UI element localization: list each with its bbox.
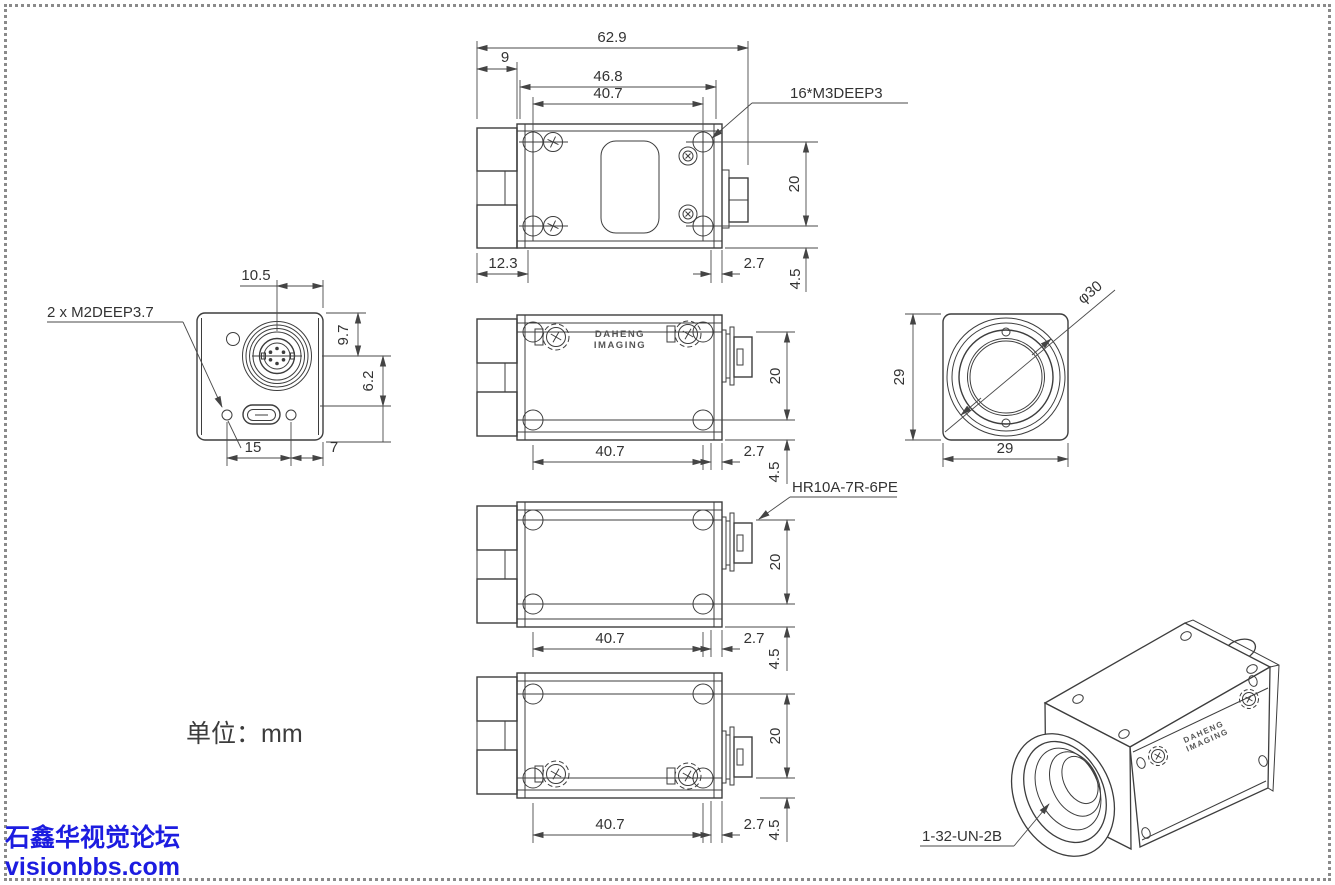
unit-note: 单位：mm (186, 720, 303, 748)
dim-side-hole-span: 40.7 (595, 443, 624, 460)
rear-connector-side (721, 726, 753, 786)
dim-top-edge-gap: 4.5 (787, 269, 804, 290)
usb-c-port (242, 404, 281, 425)
dim-side-edge-gap: 4.5 (766, 649, 783, 670)
dim-front-width: 29 (997, 440, 1014, 457)
watermark-site-url: visionbbs.com (5, 853, 181, 881)
dim-back-center-offset: 10.5 (241, 267, 270, 284)
dim-side-conn-height: 20 (767, 368, 784, 385)
front-face (942, 313, 1069, 441)
dim-top-overall: 62.9 (597, 29, 626, 46)
dim-top-hole-span: 40.7 (593, 85, 622, 102)
watermark-site-name: 石鑫华视觉论坛 (5, 824, 181, 852)
dim-side-conn-height: 20 (767, 728, 784, 745)
lens-mount-rings (946, 317, 1066, 437)
brand-line2: IMAGING (594, 340, 646, 351)
iso-rear-plate (1184, 619, 1280, 792)
mount-hole (692, 215, 714, 237)
rear-view-drawing: 2 x M2DEEP3.7 10.5 9.7 6.2 15 (47, 267, 391, 466)
iso-side-face (1129, 665, 1271, 848)
rear-panel (196, 312, 324, 441)
lens-flange-profile (476, 127, 518, 249)
iso-screws (1148, 689, 1259, 766)
side-view-top: DAHENG IMAGING 40.7 2.7 20 (476, 314, 795, 484)
dim-front-lens-dia: φ30 (1075, 278, 1106, 308)
isometric-view-drawing: DAHENG IMAGING 1-32-UN-2B (920, 619, 1280, 857)
dim-side-conn-offset: 2.7 (744, 630, 765, 647)
dim-back-screw-edge: 7 (330, 439, 338, 456)
callout-back-thread: 2 x M2DEEP3.7 (47, 304, 154, 321)
dim-back-usb-span: 15 (245, 439, 262, 456)
callout-lens-thread: 1-32-UN-2B (922, 828, 1002, 845)
dim-side-conn-offset: 2.7 (744, 816, 765, 833)
dim-top-mount-span: 46.8 (593, 68, 622, 85)
dim-side-conn-height: 20 (767, 554, 784, 571)
dim-back-bottom-gap: 6.2 (360, 371, 377, 392)
panel-screw-hole (285, 409, 297, 421)
dim-top-flange-depth: 12.3 (488, 255, 517, 272)
brand-line1: DAHENG (595, 329, 645, 340)
iso-lens-barrel (1010, 733, 1116, 857)
callout-top-thread: 16*M3DEEP3 (790, 85, 883, 102)
dim-top-conn-height: 20 (786, 176, 803, 193)
camera-body-side (516, 501, 723, 628)
hex-screw (678, 146, 698, 166)
connector-pins (268, 346, 286, 366)
callout-io-connector: HR10A-7R-6PE (792, 479, 898, 496)
front-view-drawing: φ30 29 29 (891, 278, 1116, 467)
dim-side-edge-gap: 4.5 (766, 462, 783, 483)
brand-logo: DAHENG IMAGING (594, 329, 646, 351)
side-view-bottom: 40.7 2.7 20 4.5 (476, 672, 795, 843)
rear-connector-top (721, 169, 749, 229)
dim-top-left-offset: 9 (501, 49, 509, 66)
rear-connector-side (721, 326, 753, 386)
dim-front-height: 29 (891, 369, 908, 386)
dim-side-edge-gap: 4.5 (766, 820, 783, 841)
hex-screw (678, 204, 698, 224)
dim-side-hole-span: 40.7 (595, 630, 624, 647)
camera-body-top (516, 123, 723, 249)
screw-with-washer (534, 323, 570, 351)
top-view-drawing: 62.9 9 46.8 40.7 16*M3DEEP3 12.3 (476, 29, 908, 292)
led-indicator (226, 332, 240, 346)
dim-side-conn-offset: 2.7 (744, 443, 765, 460)
side-view-middle: HR10A-7R-6PE 40.7 2.7 20 4.5 (476, 479, 898, 671)
label-recess (600, 140, 660, 234)
rear-connector-side (721, 512, 753, 572)
iso-mount-holes (1072, 631, 1268, 839)
mount-hole (692, 131, 714, 153)
panel-screw-hole (221, 409, 233, 421)
dim-top-conn-offset: 2.7 (744, 255, 765, 272)
dim-side-hole-span: 40.7 (595, 816, 624, 833)
dim-back-top-to-center: 9.7 (335, 325, 352, 346)
hr10a-connector-face (242, 321, 312, 391)
screw-with-washer (534, 760, 570, 788)
